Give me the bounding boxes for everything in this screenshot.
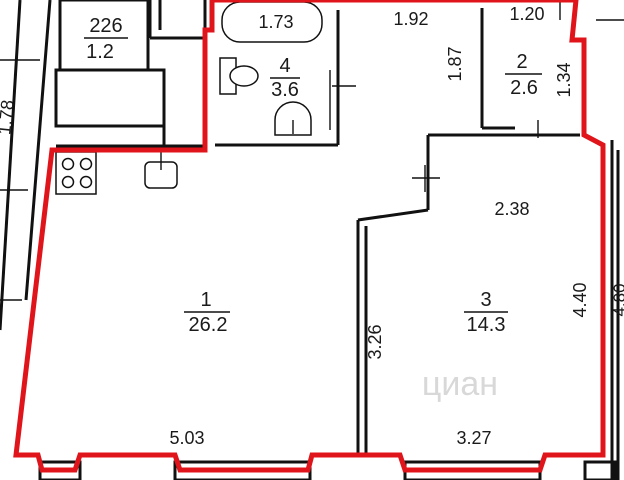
room-2-label: 2 2.6 bbox=[505, 51, 542, 99]
neighbor-room-label: 226 1.2 bbox=[84, 15, 128, 63]
room-3-label: 3 14.3 bbox=[464, 289, 508, 336]
dim-room-1-bottom: 5.03 bbox=[169, 428, 204, 448]
dim-room-3-left: 3.26 bbox=[365, 324, 385, 359]
room-4-label: 4 3.6 bbox=[270, 55, 300, 101]
room-4-number: 4 bbox=[279, 55, 290, 77]
room-3-area: 14.3 bbox=[467, 314, 506, 336]
dim-corridor-width: 1.92 bbox=[393, 9, 428, 29]
room-1-area: 26.2 bbox=[189, 314, 228, 336]
dim-storage-width: 1.20 bbox=[509, 4, 544, 24]
watermark: циан bbox=[422, 365, 498, 403]
room-1-number: 1 bbox=[200, 289, 211, 311]
dim-room-3-top: 2.38 bbox=[494, 199, 529, 219]
neighbor-room-number: 226 bbox=[89, 15, 122, 37]
room-4-area: 3.6 bbox=[271, 79, 299, 101]
dim-bathtub-width: 1.73 bbox=[258, 12, 293, 32]
stove-fixture bbox=[55, 151, 97, 195]
kitchen-sink-fixture bbox=[144, 152, 178, 189]
room-2-number: 2 bbox=[516, 51, 527, 73]
dim-corridor-depth: 1.87 bbox=[445, 46, 465, 81]
room-3-number: 3 bbox=[480, 289, 491, 311]
neighbor-room-area: 1.2 bbox=[86, 41, 114, 63]
apartment-boundary bbox=[13, 0, 606, 473]
dim-storage-depth: 1.34 bbox=[554, 62, 574, 97]
room-1-label: 1 26.2 bbox=[184, 289, 230, 336]
sink-fixture bbox=[274, 101, 312, 136]
dim-neighbor-partial: 4.80 bbox=[610, 283, 624, 316]
toilet-fixture bbox=[219, 57, 259, 95]
interior-walls bbox=[215, 8, 580, 455]
dim-room-3-bottom: 3.27 bbox=[456, 428, 491, 448]
room-2-area: 2.6 bbox=[510, 77, 538, 99]
dim-exterior-strip: 1.78 bbox=[0, 99, 18, 136]
dim-room-3-right: 4.40 bbox=[570, 282, 590, 317]
